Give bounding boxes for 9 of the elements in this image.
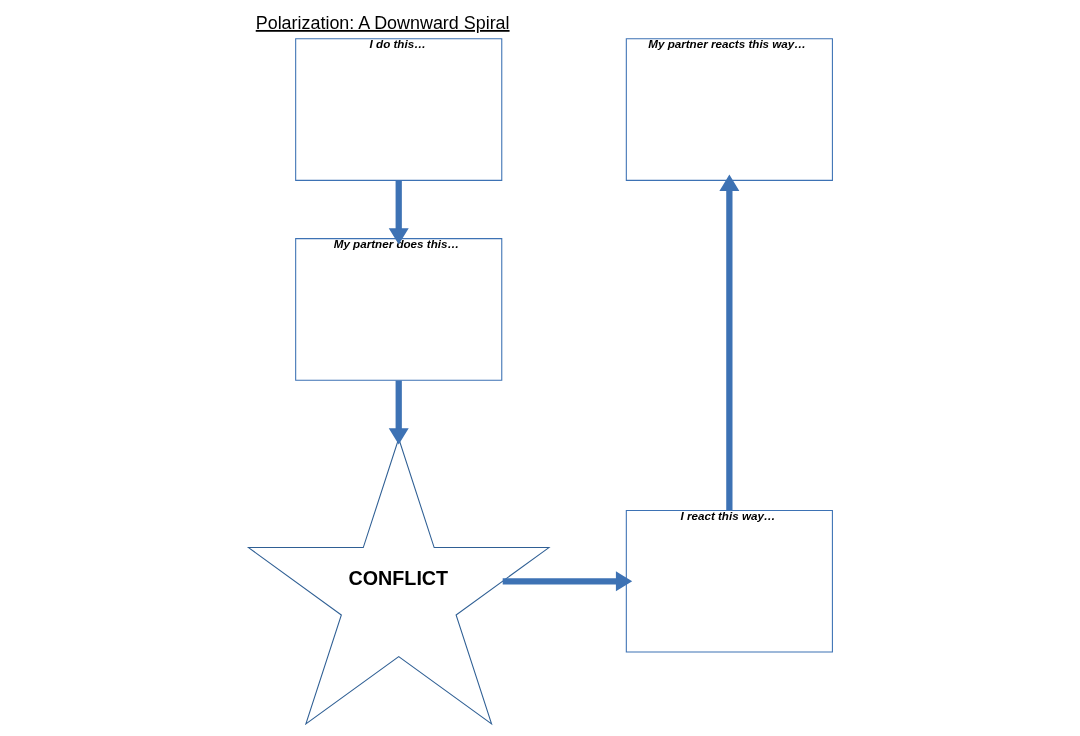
arrow: [388, 380, 409, 445]
diagram-title: Polarization: A Downward Spiral: [255, 12, 510, 33]
node-box: I react this way…: [625, 509, 833, 653]
arrow: [388, 180, 409, 245]
node-box: My partner reacts this way…: [625, 38, 833, 181]
arrow: [502, 571, 632, 592]
node-box: I do this…: [294, 38, 502, 181]
arrow: [718, 174, 739, 511]
node-box: My partner does this…: [294, 238, 502, 381]
